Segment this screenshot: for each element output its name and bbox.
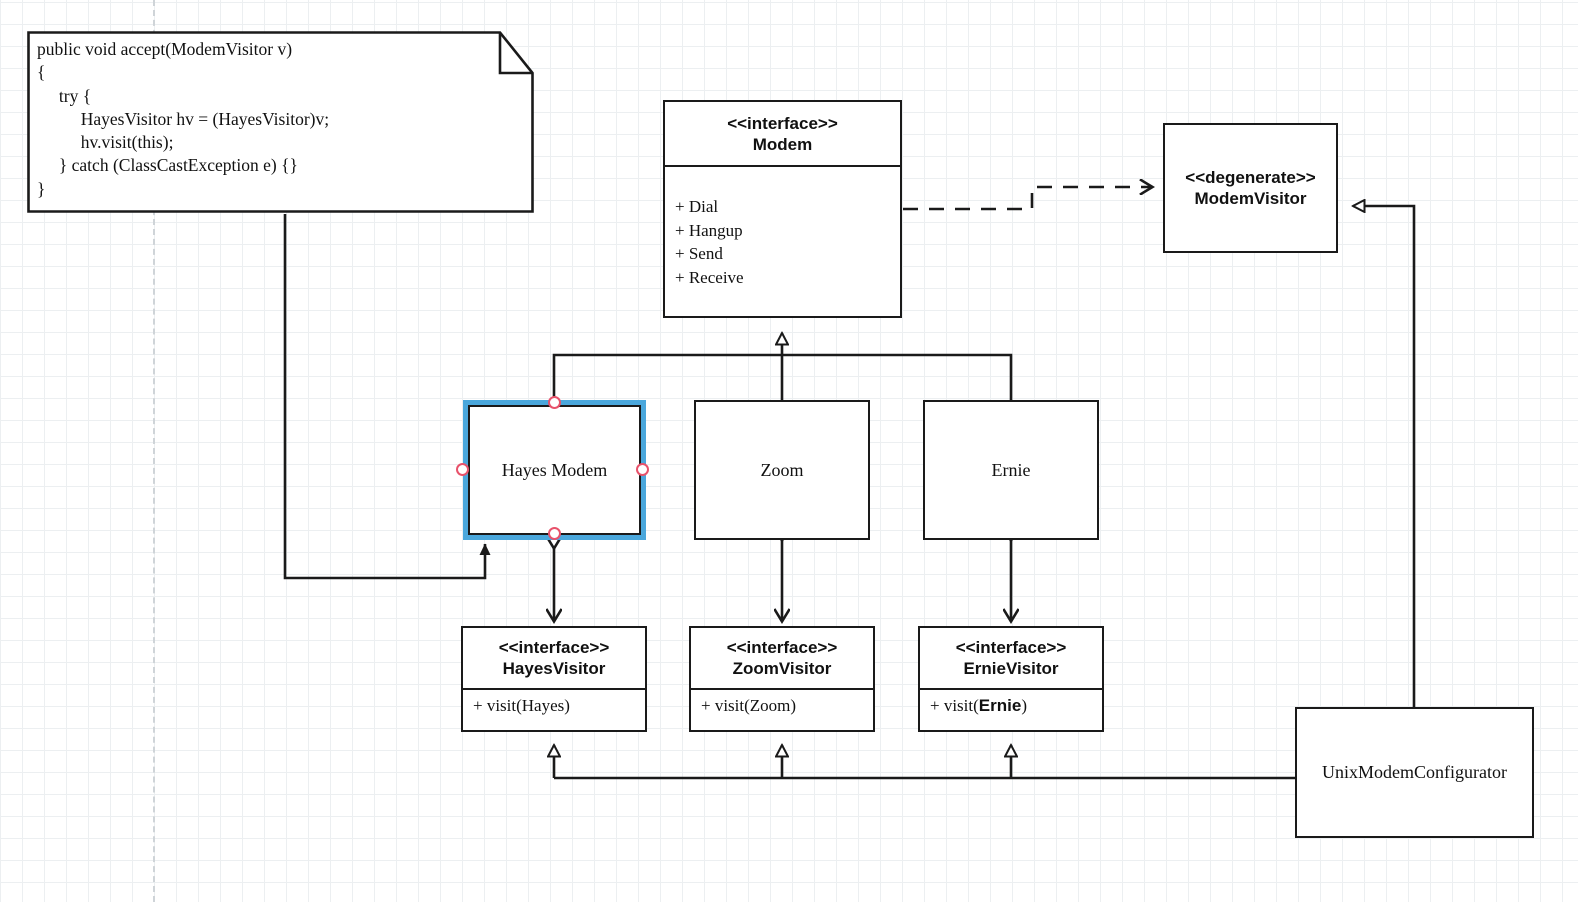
class-node-ernievisitor[interactable]: <<interface>> ErnieVisitor + visit(Ernie… (918, 626, 1104, 732)
modem-op-0: + Dial (675, 197, 719, 216)
class-node-unixmodemconfigurator[interactable]: UnixModemConfigurator (1295, 707, 1534, 838)
hayesvisitor-operations: + visit(Hayes) (463, 688, 645, 718)
note-outline (27, 31, 534, 213)
modem-name: Modem (752, 134, 813, 154)
connection-handle-top[interactable] (548, 396, 561, 409)
modemvisitor-stereotype: <<degenerate>> (1185, 168, 1316, 187)
edge-generalization-bus-modem (552, 353, 784, 400)
ernievisitor-op-0: + visit(Ernie) (930, 694, 1092, 718)
ernievisitor-operations: + visit(Ernie) (920, 688, 1102, 718)
modemvisitor-name: ModemVisitor (1194, 189, 1307, 208)
modem-op-3: + Receive (675, 267, 744, 287)
class-node-zoom[interactable]: Zoom (694, 400, 870, 540)
edge-modem-depends-modemvisitor (903, 187, 1152, 211)
note-code-text: public void accept(ModemVisitor v) { try… (37, 39, 330, 199)
zoomvisitor-header: <<interface>> ZoomVisitor (691, 628, 873, 688)
ernie-label: Ernie (991, 459, 1031, 480)
zoomvisitor-op-0: + visit(Zoom) (701, 696, 797, 715)
modem-op-2: + Send (675, 244, 723, 263)
edge-generalization-bus-modem-right (782, 353, 1013, 400)
class-node-modem[interactable]: <<interface>> Modem + Dial + Hangup + Se… (663, 100, 902, 318)
hayesvisitor-header: <<interface>> HayesVisitor (463, 628, 645, 688)
modemvisitor-header: <<degenerate>> ModemVisitor (1165, 125, 1336, 251)
connection-handle-right[interactable] (636, 463, 649, 476)
page-boundary-guide (153, 0, 155, 902)
hayesvisitor-name: HayesVisitor (502, 659, 606, 678)
hayes-modem-label: Hayes Modem (501, 459, 608, 480)
ernievisitor-op-suffix: ) (1021, 696, 1027, 715)
ernievisitor-op-emphasis: Ernie (978, 696, 1022, 715)
hayes-modem-box: Hayes Modem (468, 405, 641, 535)
ernievisitor-stereotype: <<interface>> (955, 638, 1067, 657)
unixmodemconfigurator-label: UnixModemConfigurator (1322, 762, 1507, 782)
class-node-modemvisitor[interactable]: <<degenerate>> ModemVisitor (1163, 123, 1338, 253)
modem-operations: + Dial + Hangup + Send + Receive (665, 165, 900, 316)
hayesvisitor-op-0: + visit(Hayes) (473, 696, 570, 715)
note-comment[interactable]: public void accept(ModemVisitor v) { try… (27, 31, 534, 213)
modem-header: <<interface>> Modem (665, 102, 900, 165)
connection-handle-left[interactable] (456, 463, 469, 476)
class-node-zoomvisitor[interactable]: <<interface>> ZoomVisitor + visit(Zoom) (689, 626, 875, 732)
edge-configurator-to-modemvisitor (1353, 206, 1416, 707)
ernievisitor-name: ErnieVisitor (963, 659, 1059, 678)
zoomvisitor-operations: + visit(Zoom) (691, 688, 873, 718)
note-fold-icon (498, 32, 533, 75)
modem-stereotype: <<interface>> (727, 113, 838, 133)
connection-handle-bottom[interactable] (548, 527, 561, 540)
modem-op-1: + Hangup (675, 220, 743, 240)
ernievisitor-op-prefix: + visit( (930, 696, 979, 715)
zoomvisitor-stereotype: <<interface>> (726, 638, 838, 657)
ernievisitor-header: <<interface>> ErnieVisitor (920, 628, 1102, 688)
class-node-hayes-modem[interactable]: Hayes Modem (463, 400, 646, 540)
zoom-label: Zoom (760, 459, 804, 480)
class-node-ernie[interactable]: Ernie (923, 400, 1099, 540)
class-node-hayesvisitor[interactable]: <<interface>> HayesVisitor + visit(Hayes… (461, 626, 647, 732)
hayesvisitor-stereotype: <<interface>> (498, 638, 610, 657)
zoomvisitor-name: ZoomVisitor (732, 659, 832, 678)
edge-note-to-hayes (283, 214, 491, 580)
